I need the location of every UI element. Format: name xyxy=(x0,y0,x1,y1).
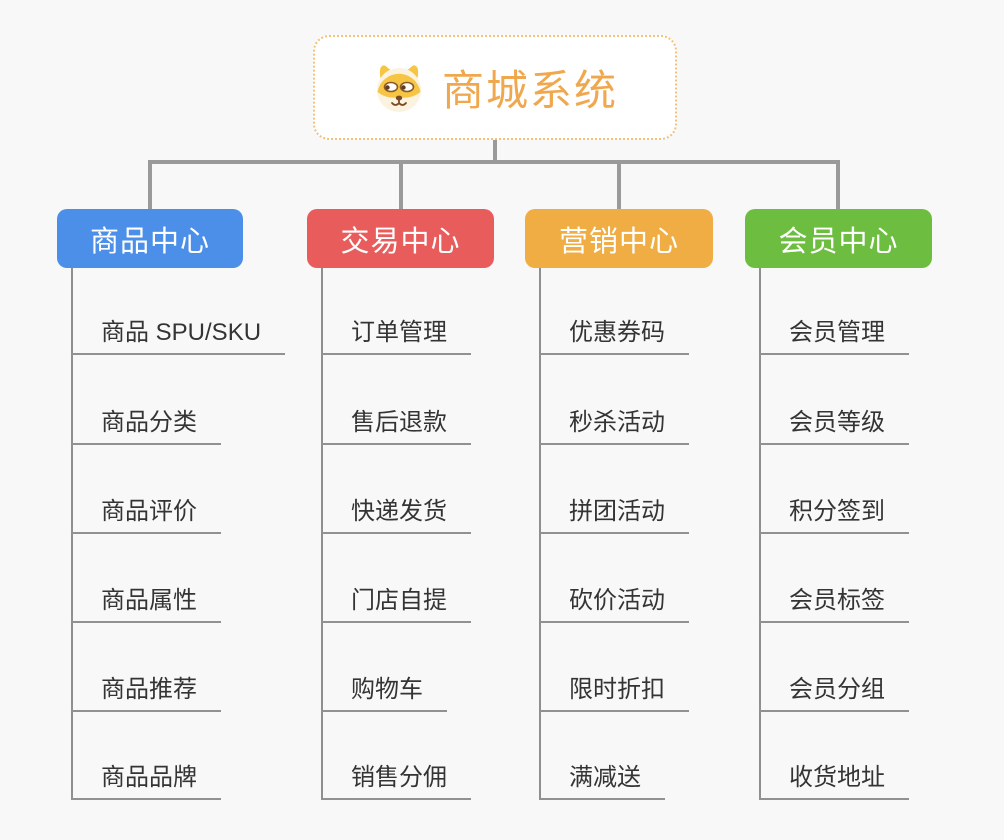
leaf-node[interactable]: 商品分类 xyxy=(71,408,221,445)
leaf-node[interactable]: 满减送 xyxy=(539,763,665,800)
connector-root-stub xyxy=(493,140,497,164)
leaf-node[interactable]: 拼团活动 xyxy=(539,497,689,534)
leaf-node[interactable]: 优惠券码 xyxy=(539,318,689,355)
root-node[interactable]: 商城系统 xyxy=(313,35,677,140)
leaf-node[interactable]: 购物车 xyxy=(321,675,447,712)
leaf-node[interactable]: 快递发货 xyxy=(321,497,471,534)
branch-node-member-center[interactable]: 会员中心 xyxy=(745,209,932,268)
leaf-node[interactable]: 销售分佣 xyxy=(321,763,471,800)
connector-horizontal xyxy=(148,160,840,164)
leaf-node[interactable]: 砍价活动 xyxy=(539,586,689,623)
leaf-node[interactable]: 商品评价 xyxy=(71,497,221,534)
root-title: 商城系统 xyxy=(441,67,618,114)
leaf-node[interactable]: 商品品牌 xyxy=(71,763,221,800)
connector-drop xyxy=(399,160,403,209)
dog-face-icon xyxy=(372,63,426,113)
branch-label: 会员中心 xyxy=(778,225,899,258)
leaf-node[interactable]: 秒杀活动 xyxy=(539,408,689,445)
connector-drop xyxy=(148,160,152,209)
leaf-node[interactable]: 售后退款 xyxy=(321,408,471,445)
leaf-node[interactable]: 收货地址 xyxy=(759,763,909,800)
leaf-node[interactable]: 商品推荐 xyxy=(71,675,221,712)
branch-label: 营销中心 xyxy=(558,225,679,258)
connector-drop xyxy=(836,160,840,209)
leaf-node[interactable]: 会员分组 xyxy=(759,675,909,712)
leaf-node[interactable]: 会员标签 xyxy=(759,586,909,623)
branch-node-marketing-center[interactable]: 营销中心 xyxy=(525,209,713,268)
connector-drop xyxy=(617,160,621,209)
branch-node-product-center[interactable]: 商品中心 xyxy=(57,209,243,268)
branch-label: 交易中心 xyxy=(340,225,461,258)
leaf-node[interactable]: 商品 SPU/SKU xyxy=(71,318,286,355)
leaf-node[interactable]: 积分签到 xyxy=(759,497,909,534)
branch-node-trade-center[interactable]: 交易中心 xyxy=(307,209,494,268)
branch-label: 商品中心 xyxy=(89,225,210,258)
leaf-node[interactable]: 会员管理 xyxy=(759,318,909,355)
leaf-node[interactable]: 订单管理 xyxy=(321,318,471,355)
leaf-node[interactable]: 门店自提 xyxy=(321,586,471,623)
leaf-node[interactable]: 商品属性 xyxy=(71,586,221,623)
leaf-node[interactable]: 限时折扣 xyxy=(539,675,689,712)
leaf-node[interactable]: 会员等级 xyxy=(759,408,909,445)
